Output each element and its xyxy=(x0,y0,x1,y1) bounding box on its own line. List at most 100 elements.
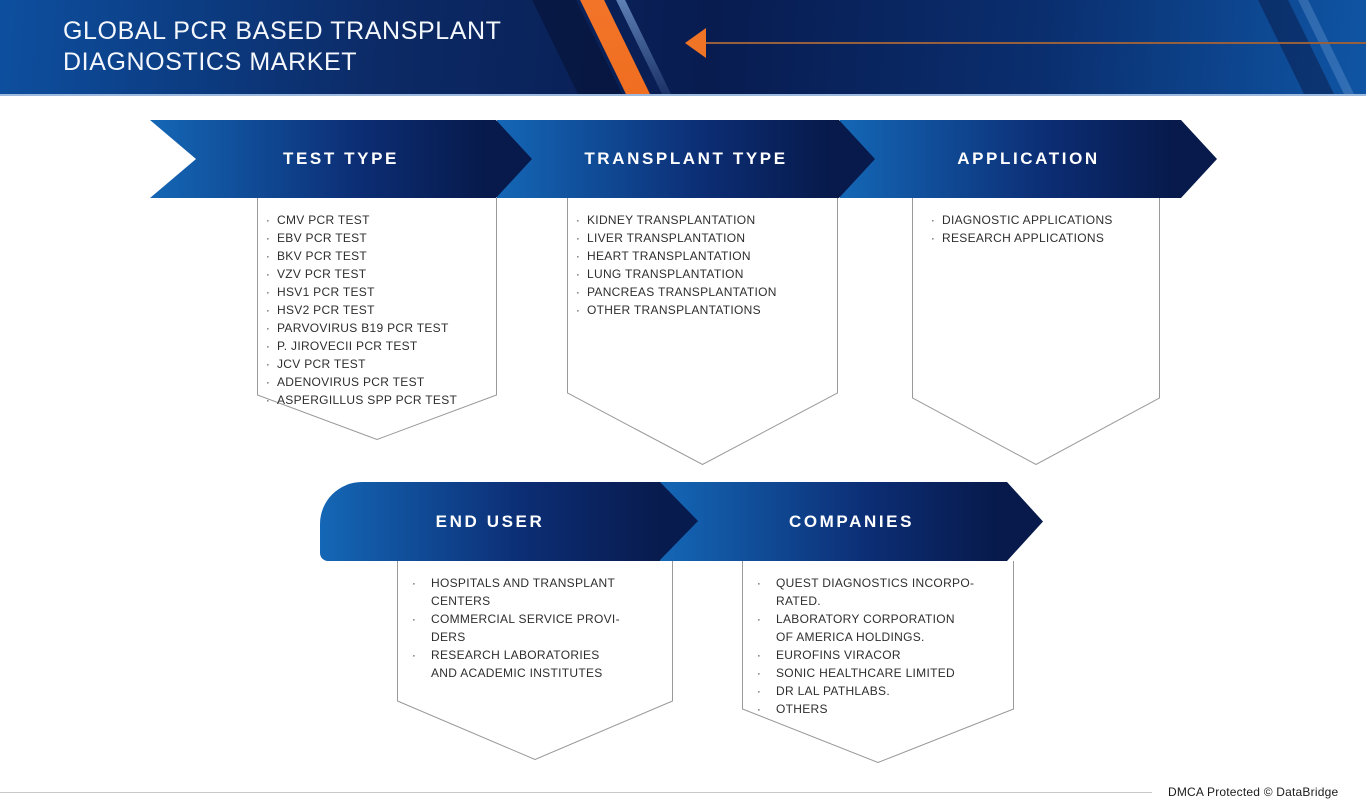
list-item: · DR LAL PATHLABS. xyxy=(742,682,1014,700)
list-item: · P. JIROVECII PCR TEST xyxy=(257,337,497,355)
bullet-icon: · xyxy=(265,393,271,407)
bullet-icon: · xyxy=(411,648,417,662)
test-type-list: ·CMV PCR TEST·EBV PCR TEST·BKV PCR TEST·… xyxy=(257,198,497,409)
bullet-icon: · xyxy=(265,285,271,299)
bullet-icon: · xyxy=(265,267,271,281)
section-label: TRANSPLANT TYPE xyxy=(584,149,788,168)
section-label: APPLICATION xyxy=(957,149,1100,168)
list-item: · COMMERCIAL SERVICE PROVI- DERS xyxy=(397,610,673,646)
list-item: · VZV PCR TEST xyxy=(257,265,497,283)
bullet-icon: · xyxy=(930,213,936,227)
left-arrow-icon xyxy=(685,28,706,58)
bullet-icon: · xyxy=(411,612,417,626)
list-item: · HSV2 PCR TEST xyxy=(257,301,497,319)
bullet-icon: · xyxy=(265,249,271,263)
bullet-icon: · xyxy=(265,303,271,317)
section-label: TEST TYPE xyxy=(283,149,399,168)
list-item: · LIVER TRANSPLANTATION xyxy=(567,229,838,247)
section-header-test-type: TEST TYPE xyxy=(150,120,532,198)
bullet-icon: · xyxy=(930,231,936,245)
list-item-text: BKV PCR TEST xyxy=(277,249,368,263)
bullet-icon: · xyxy=(265,375,271,389)
bullet-icon: · xyxy=(575,231,581,245)
section-header-companies: COMPANIES xyxy=(660,482,1043,561)
list-item: · SONIC HEALTHCARE LIMITED xyxy=(742,664,1014,682)
list-item: · LABORATORY CORPORATION OF AMERICA HOLDI… xyxy=(742,610,1014,646)
list-item-text: COMMERCIAL SERVICE PROVI- DERS xyxy=(431,612,620,644)
list-item: ·HOSPITALS AND TRANSPLANT CENTERS xyxy=(397,574,673,610)
pointed-box-outline xyxy=(742,561,1014,763)
transplant-type-listbox: · KIDNEY TRANSPLANTATION · LIVER TRANSPLANT… xyxy=(567,198,838,465)
list-item-text: LABORATORY CORPORATION OF AMERICA HOLDIN… xyxy=(776,612,955,644)
bullet-icon: · xyxy=(575,303,581,317)
list-item-text: EUROFINS VIRACOR xyxy=(776,648,901,662)
orange-arrow-line xyxy=(685,28,1366,58)
list-item: ·HEART TRANSPLANTATION xyxy=(567,247,838,265)
list-item-text: LIVER TRANSPLANTATION xyxy=(587,231,746,245)
list-item-text: ASPERGILLUS SPP PCR TEST xyxy=(277,393,458,407)
bullet-icon: · xyxy=(756,648,762,662)
dmca-protection-label: DMCA Protected © DataBridge xyxy=(1168,785,1339,799)
test-type-listbox: ·CMV PCR TEST·EBV PCR TEST·BKV PCR TEST·… xyxy=(257,198,497,440)
list-item-text: QUEST DIAGNOSTICS INCORPO- RATED. xyxy=(776,576,975,608)
list-item-text: DR LAL PATHLABS. xyxy=(776,684,890,698)
transplant-type-list: · KIDNEY TRANSPLANTATION · LIVER TRANSPLANT… xyxy=(567,198,838,319)
end-user-listbox: ·HOSPITALS AND TRANSPLANT CENTERS·COMMER… xyxy=(397,561,673,760)
list-item-text: VZV PCR TEST xyxy=(277,267,367,281)
list-item-text: JCV PCR TEST xyxy=(277,357,366,371)
bullet-icon: · xyxy=(265,213,271,227)
end-user-list: ·HOSPITALS AND TRANSPLANT CENTERS·COMMER… xyxy=(397,561,673,682)
header-banner: GLOBAL PCR BASED TRANSPLANT DIAGNOSTICS … xyxy=(0,0,1366,94)
list-item-text: PARVOVIRUS B19 PCR TEST xyxy=(277,321,449,335)
list-item: · EUROFINS VIRACOR xyxy=(742,646,1014,664)
list-item: ·OTHERS xyxy=(742,700,1014,718)
list-item-text: KIDNEY TRANSPLANTATION xyxy=(587,213,756,227)
list-item: · OTHER TRANSPLANTATIONS xyxy=(567,301,838,319)
list-item-text: CMV PCR TEST xyxy=(277,213,370,227)
list-item: · ASPERGILLUS SPP PCR TEST xyxy=(257,391,497,409)
bullet-icon: · xyxy=(575,285,581,299)
section-header-application: APPLICATION xyxy=(840,120,1217,198)
section-header-transplant-type: TRANSPLANT TYPE xyxy=(497,120,875,198)
bullet-icon: · xyxy=(265,321,271,335)
list-item: ·HSV1 PCR TEST xyxy=(257,283,497,301)
page-title: GLOBAL PCR BASED TRANSPLANT DIAGNOSTICS … xyxy=(63,17,502,76)
list-item: ·LUNG TRANSPLANTATION xyxy=(567,265,838,283)
section-header-end-user: END USER xyxy=(320,482,698,561)
list-item-text: OTHERS xyxy=(776,702,828,716)
bullet-icon: · xyxy=(756,666,762,680)
bullet-icon: · xyxy=(756,612,762,626)
list-item: · DIAGNOSTIC APPLICATIONS xyxy=(912,211,1160,229)
list-item: ·RESEARCH APPLICATIONS xyxy=(912,229,1160,247)
list-item-text: HOSPITALS AND TRANSPLANT CENTERS xyxy=(431,576,616,608)
bullet-icon: · xyxy=(575,213,581,227)
pointed-box-outline xyxy=(397,561,673,760)
companies-listbox: · QUEST DIAGNOSTICS INCORPO- RATED. · LABOR… xyxy=(742,561,1014,763)
list-item: · CMV PCR TEST xyxy=(257,211,497,229)
list-item: · PANCREAS TRANSPLANTATION xyxy=(567,283,838,301)
pointed-box-outline xyxy=(912,198,1160,465)
list-item-text: P. JIROVECII PCR TEST xyxy=(277,339,418,353)
bullet-icon: · xyxy=(265,231,271,245)
list-item: · JCV PCR TEST xyxy=(257,355,497,373)
list-item-text: PANCREAS TRANSPLANTATION xyxy=(587,285,777,299)
list-item-text: EBV PCR TEST xyxy=(277,231,368,245)
list-item-text: RESEARCH LABORATORIES AND ACADEMIC INSTI… xyxy=(431,648,603,680)
list-item: · BKV PCR TEST xyxy=(257,247,497,265)
application-listbox: · DIAGNOSTIC APPLICATIONS ·RESEARCH APPLIC… xyxy=(912,198,1160,465)
header-underline xyxy=(0,94,1366,96)
list-item-text: ADENOVIRUS PCR TEST xyxy=(277,375,425,389)
list-item-text: OTHER TRANSPLANTATIONS xyxy=(587,303,761,317)
section-label: END USER xyxy=(435,511,545,531)
list-item-text: HSV2 PCR TEST xyxy=(277,303,375,317)
list-item-text: SONIC HEALTHCARE LIMITED xyxy=(776,666,956,680)
list-item: · ADENOVIRUS PCR TEST xyxy=(257,373,497,391)
bullet-icon: · xyxy=(575,267,581,281)
bullet-icon: · xyxy=(756,576,762,590)
bullet-icon: · xyxy=(265,339,271,353)
companies-list: · QUEST DIAGNOSTICS INCORPO- RATED. · LABOR… xyxy=(742,561,1014,718)
list-item-text: DIAGNOSTIC APPLICATIONS xyxy=(942,213,1113,227)
bullet-icon: · xyxy=(756,684,762,698)
bullet-icon: · xyxy=(265,357,271,371)
